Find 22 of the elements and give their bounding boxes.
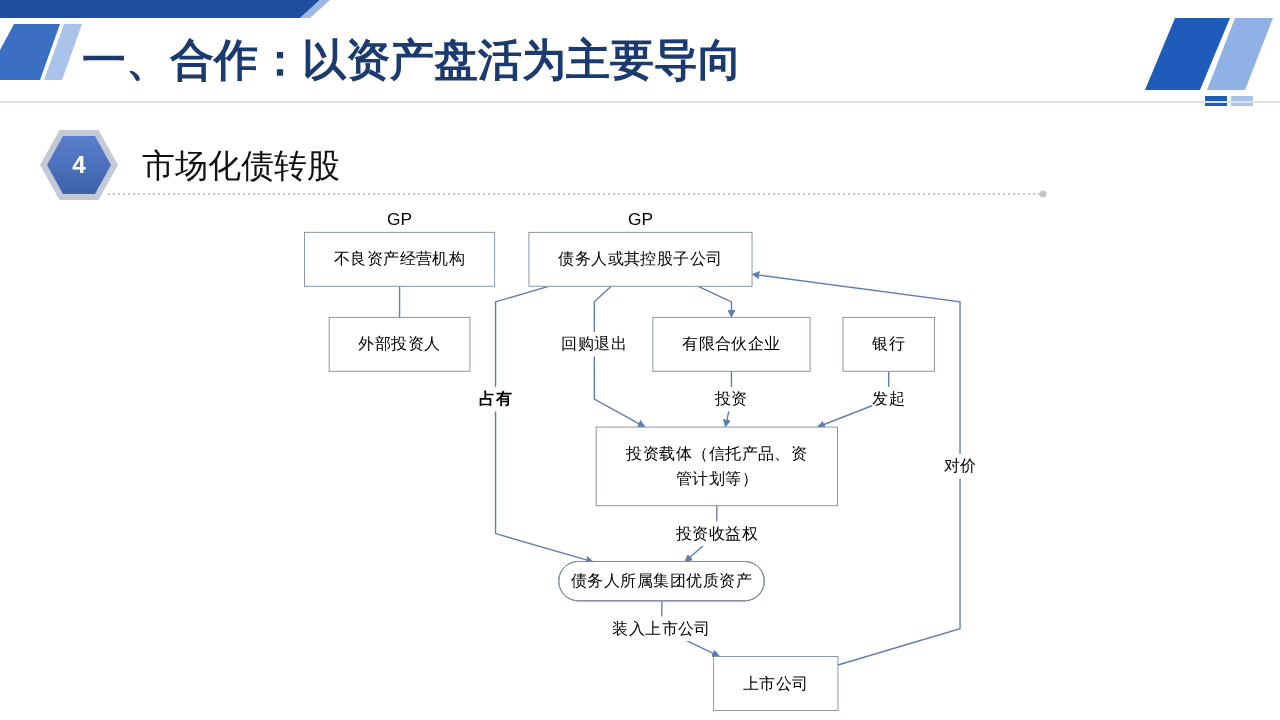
node-box: 债务人或其控股子公司 [528, 231, 752, 287]
edge-label: 对价 [943, 456, 976, 476]
slide-title: 一、合作：以资产盘活为主要导向 [82, 34, 742, 86]
node-box: 投资载体（信托产品、资管计划等） [595, 426, 838, 507]
edge-label: 投资收益权 [675, 524, 758, 543]
edge-label: 投资 [714, 389, 748, 408]
edge-label: 装入上市公司 [611, 619, 711, 638]
edge-label: 占有 [478, 389, 512, 408]
edge-label: 回购退出 [560, 334, 627, 354]
node-box: 有限合伙企业 [651, 316, 811, 372]
arrow [751, 271, 961, 666]
node-box: 外部投资人 [328, 316, 470, 372]
edge-label: 发起 [871, 389, 905, 408]
node-box: 不良资产经营机构 [303, 231, 495, 287]
node-caption: GP [386, 209, 412, 230]
section-heading: 市场化债转股 [142, 146, 340, 186]
connector [398, 285, 400, 319]
node-box: 银行 [842, 316, 935, 372]
step-number-badge: 4 [40, 130, 118, 200]
arrow [697, 285, 735, 318]
node-box: 上市公司 [712, 656, 838, 711]
node-caption: GP [627, 209, 653, 230]
